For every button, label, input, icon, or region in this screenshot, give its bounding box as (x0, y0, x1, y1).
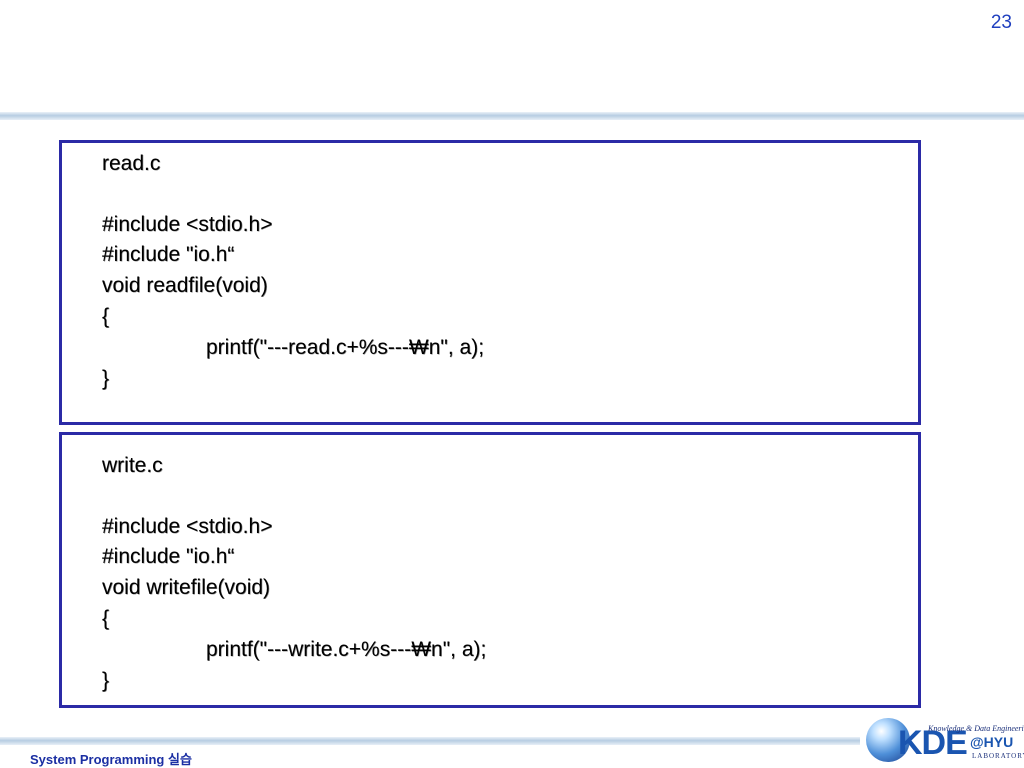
logo-lab: LABORATORY (972, 752, 1024, 760)
logo-suffix: @HYU (970, 734, 1014, 750)
logo-main-text: KDE (898, 724, 968, 762)
code-line: #include <stdio.h> (102, 213, 273, 236)
footer-course-title: System Programming 실습 (30, 752, 192, 767)
code-line-filename: read.c (102, 152, 161, 175)
kde-lab-logo: KDE Knowledge & Data Engineering @HYU LA… (866, 716, 1024, 766)
write-c-code-box: write.c #include <stdio.h> #include "io.… (59, 432, 921, 708)
logo-tagline: Knowledge & Data Engineering (928, 724, 1024, 733)
code-line: printf("---write.c+%s---₩n", a); (206, 638, 487, 661)
code-line-filename: write.c (102, 454, 163, 477)
code-line: { (102, 305, 110, 328)
header-divider (0, 112, 1024, 120)
page-number: 23 (990, 12, 1012, 33)
code-line: #include "io.h“ (102, 545, 235, 568)
code-line: #include <stdio.h> (102, 515, 273, 538)
code-line: } (102, 669, 110, 692)
code-line: printf("---read.c+%s---₩n", a); (206, 336, 485, 359)
footer-divider (0, 737, 860, 745)
code-line: } (102, 367, 110, 390)
read-c-code-box: read.c #include <stdio.h> #include "io.h… (59, 140, 921, 425)
globe-icon (866, 718, 910, 762)
code-line: void readfile(void) (102, 274, 268, 297)
code-line: #include "io.h“ (102, 243, 235, 266)
code-line: { (102, 607, 110, 630)
code-line: void writefile(void) (102, 576, 271, 599)
